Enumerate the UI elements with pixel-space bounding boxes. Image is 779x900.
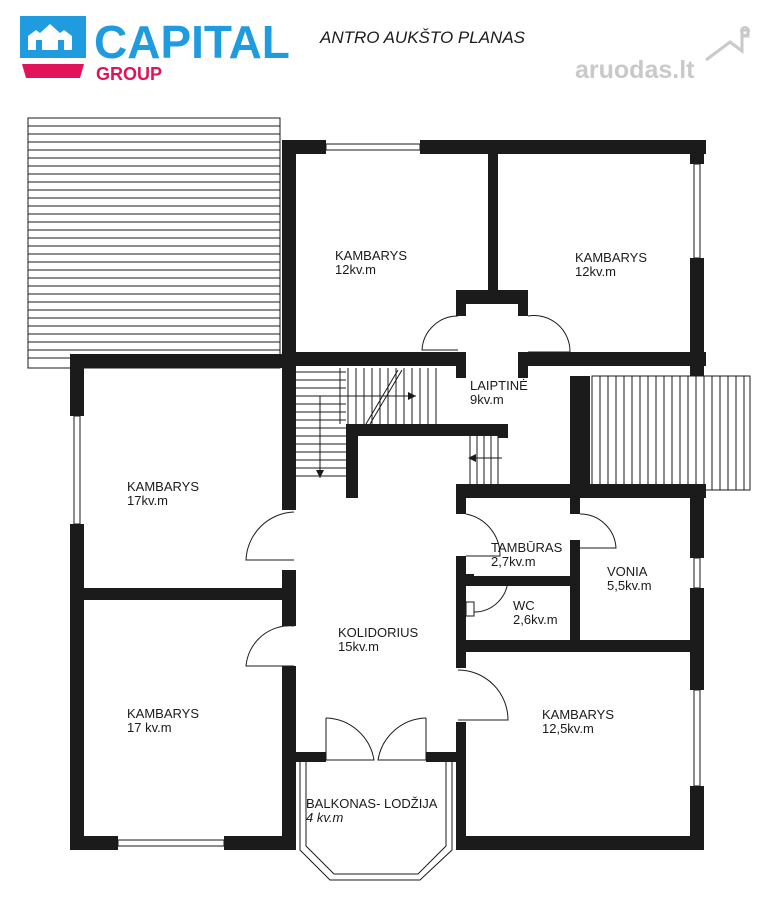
room-label-kambarys-4: KAMBARYS 17 kv.m	[127, 706, 199, 735]
room-name: TAMBŪRAS	[491, 540, 563, 555]
room-label-vonia: VONIA 5,5kv.m	[607, 564, 652, 593]
room-label-kambarys-3: KAMBARYS 17kv.m	[127, 479, 199, 508]
staircase	[296, 368, 502, 484]
room-label-kambarys-1: KAMBARYS 12kv.m	[335, 248, 407, 277]
room-area: 4 kv.m	[306, 810, 343, 825]
vents	[531, 643, 637, 651]
terrace-right	[591, 375, 751, 491]
room-name: KOLIDORIUS	[338, 625, 419, 640]
walls	[70, 140, 706, 881]
vent-icon	[623, 643, 637, 651]
room-label-kolidorius: KOLIDORIUS 15kv.m	[338, 625, 419, 654]
doors	[245, 315, 617, 761]
plan-title: ANTRO AUKŠTO PLANAS	[319, 28, 526, 47]
room-area: 12,5kv.m	[542, 721, 594, 736]
room-area: 17kv.m	[127, 493, 168, 508]
room-area: 2,6kv.m	[513, 612, 558, 627]
vent-icon	[600, 643, 614, 651]
room-name: KAMBARYS	[127, 706, 199, 721]
room-name: LAIPTINĖ	[470, 378, 528, 393]
logo-ribbon	[22, 64, 84, 78]
room-name: KAMBARYS	[335, 248, 407, 263]
room-label-laiptine: LAIPTINĖ 9kv.m	[470, 378, 528, 407]
room-label-balkonas: BALKONAS- LODŽIJA 4 kv.m	[306, 796, 438, 825]
room-name: KAMBARYS	[542, 707, 614, 722]
room-area: 12kv.m	[575, 264, 616, 279]
room-name: KAMBARYS	[575, 250, 647, 265]
room-area: 17 kv.m	[127, 720, 172, 735]
aruodas-watermark: aruodas.lt	[575, 26, 750, 84]
room-name: VONIA	[607, 564, 648, 579]
vent-icon	[531, 643, 545, 651]
brand-subtitle: GROUP	[96, 64, 162, 84]
brand-name: CAPITAL	[94, 16, 290, 68]
room-label-wc: WC 2,6kv.m	[513, 598, 558, 627]
room-area: 5,5kv.m	[607, 578, 652, 593]
room-name: WC	[513, 598, 535, 613]
capital-group-logo: CAPITAL GROUP	[20, 16, 290, 84]
room-area: 9kv.m	[470, 392, 504, 407]
room-area: 2,7kv.m	[491, 554, 536, 569]
terrace-left	[27, 117, 281, 369]
room-area: 12kv.m	[335, 262, 376, 277]
room-area: 15kv.m	[338, 639, 379, 654]
room-label-kambarys-2: KAMBARYS 12kv.m	[575, 250, 647, 279]
room-label-kambarys-5: KAMBARYS 12,5kv.m	[542, 707, 614, 736]
vent-icon	[577, 643, 591, 651]
watermark-text: aruodas.lt	[575, 56, 695, 84]
room-name: BALKONAS- LODŽIJA	[306, 796, 438, 811]
room-name: KAMBARYS	[127, 479, 199, 494]
vent-icon	[554, 643, 568, 651]
room-label-tamburas: TAMBŪRAS 2,7kv.m	[491, 540, 563, 569]
